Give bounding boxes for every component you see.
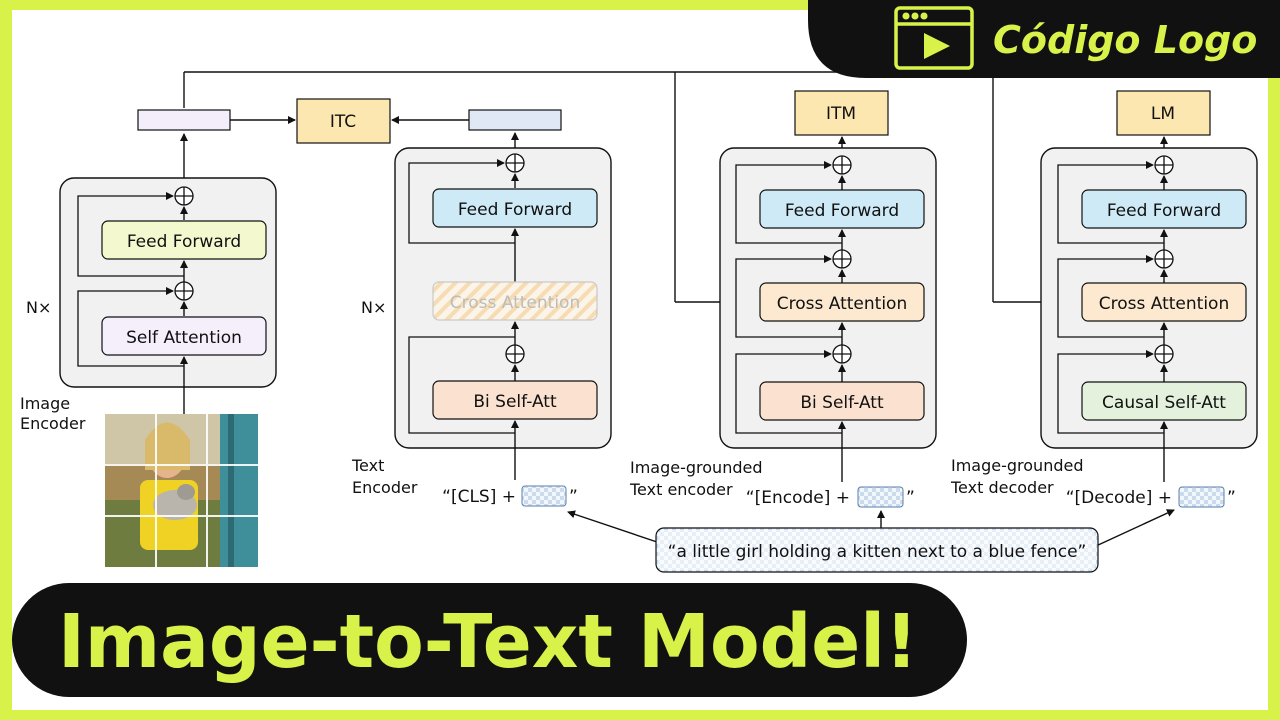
- headline-banner: Image-to-Text Model!: [12, 583, 967, 697]
- grounded-encoder: ITM Feed Forward Cross Attention Bi Self…: [629, 90, 937, 508]
- itm-box: [794, 90, 889, 136]
- itc-label: ITC: [330, 112, 356, 132]
- feed-forward-label: Feed Forward: [127, 232, 241, 252]
- encode-input-suffix: ”: [906, 488, 915, 508]
- image-encoder-caption-1: Image: [20, 394, 70, 413]
- cross-attention-label: Cross Attention: [1099, 294, 1229, 314]
- text-encoder-repeat: N×: [361, 298, 386, 317]
- feed-forward-box: [101, 220, 267, 260]
- grounded-decoder: LM Feed Forward Cross Attention Causal S…: [950, 90, 1258, 508]
- causal-self-att-box: [1081, 381, 1247, 421]
- feed-forward-box: [1081, 189, 1247, 229]
- bi-self-att-label: Bi Self-Att: [800, 393, 884, 413]
- text-token-slot: [857, 486, 904, 508]
- cross-attention-disabled-box: [432, 281, 598, 321]
- lm-box: [1116, 90, 1211, 136]
- cross-attention-label: Cross Attention: [777, 294, 907, 314]
- grounded-decoder-caption-2: Text decoder: [950, 478, 1054, 497]
- bi-self-att-box: [759, 381, 925, 421]
- encode-input-prefix: “[Encode] +: [746, 488, 850, 508]
- image-encoder-block: [59, 177, 277, 388]
- brand-name: Código Logo: [993, 18, 1257, 62]
- text-encoder: Feed Forward Cross Attention Bi Self-Att…: [351, 109, 612, 507]
- feed-forward-label: Feed Forward: [458, 200, 572, 220]
- feed-forward-box: [432, 188, 598, 228]
- lm-label: LM: [1151, 104, 1175, 124]
- text-embedding-bar: [468, 109, 562, 131]
- self-attention-box: [101, 316, 267, 356]
- decode-input-prefix: “[Decode] +: [1066, 488, 1172, 508]
- input-photo: [105, 414, 258, 567]
- cross-attention-box: [759, 282, 925, 322]
- cross-attention-box: [1081, 282, 1247, 322]
- headline-title: Image-to-Text Model!: [58, 599, 918, 685]
- grounded-encoder-caption-2: Text encoder: [629, 480, 733, 499]
- image-encoder: Feed Forward Self Attention N× Image Enc…: [20, 109, 296, 567]
- feed-forward-box: [759, 189, 925, 229]
- causal-self-att-label: Causal Self-Att: [1102, 393, 1226, 413]
- bi-self-att-label: Bi Self-Att: [473, 392, 557, 412]
- image-encoder-repeat: N×: [26, 298, 51, 317]
- text-token-slot: [521, 485, 567, 507]
- image-encoder-caption-2: Encoder: [20, 414, 86, 433]
- cross-attention-disabled-label: Cross Attention: [450, 293, 580, 313]
- itm-label: ITM: [826, 104, 856, 124]
- feed-forward-label: Feed Forward: [785, 201, 899, 221]
- caption-text: “a little girl holding a kitten next to …: [668, 542, 1087, 562]
- feed-forward-label: Feed Forward: [1107, 201, 1221, 221]
- image-embedding-bar: [137, 109, 231, 131]
- text-encoder-caption-2: Encoder: [352, 478, 418, 497]
- decode-input-suffix: ”: [1227, 488, 1236, 508]
- bi-self-att-box: [432, 380, 598, 420]
- self-attention-label: Self Attention: [126, 328, 242, 348]
- brand-badge: Código Logo: [808, 0, 1280, 78]
- text-token-slot: [1178, 486, 1225, 508]
- cls-input-suffix: ”: [569, 487, 578, 507]
- grounded-decoder-caption-1: Image-grounded: [951, 456, 1084, 475]
- cls-input-prefix: “[CLS] +: [442, 487, 516, 507]
- grounded-encoder-caption-1: Image-grounded: [630, 458, 763, 477]
- itc-box: [296, 98, 391, 144]
- video-player-icon: [894, 6, 974, 70]
- text-encoder-caption-1: Text: [351, 456, 384, 475]
